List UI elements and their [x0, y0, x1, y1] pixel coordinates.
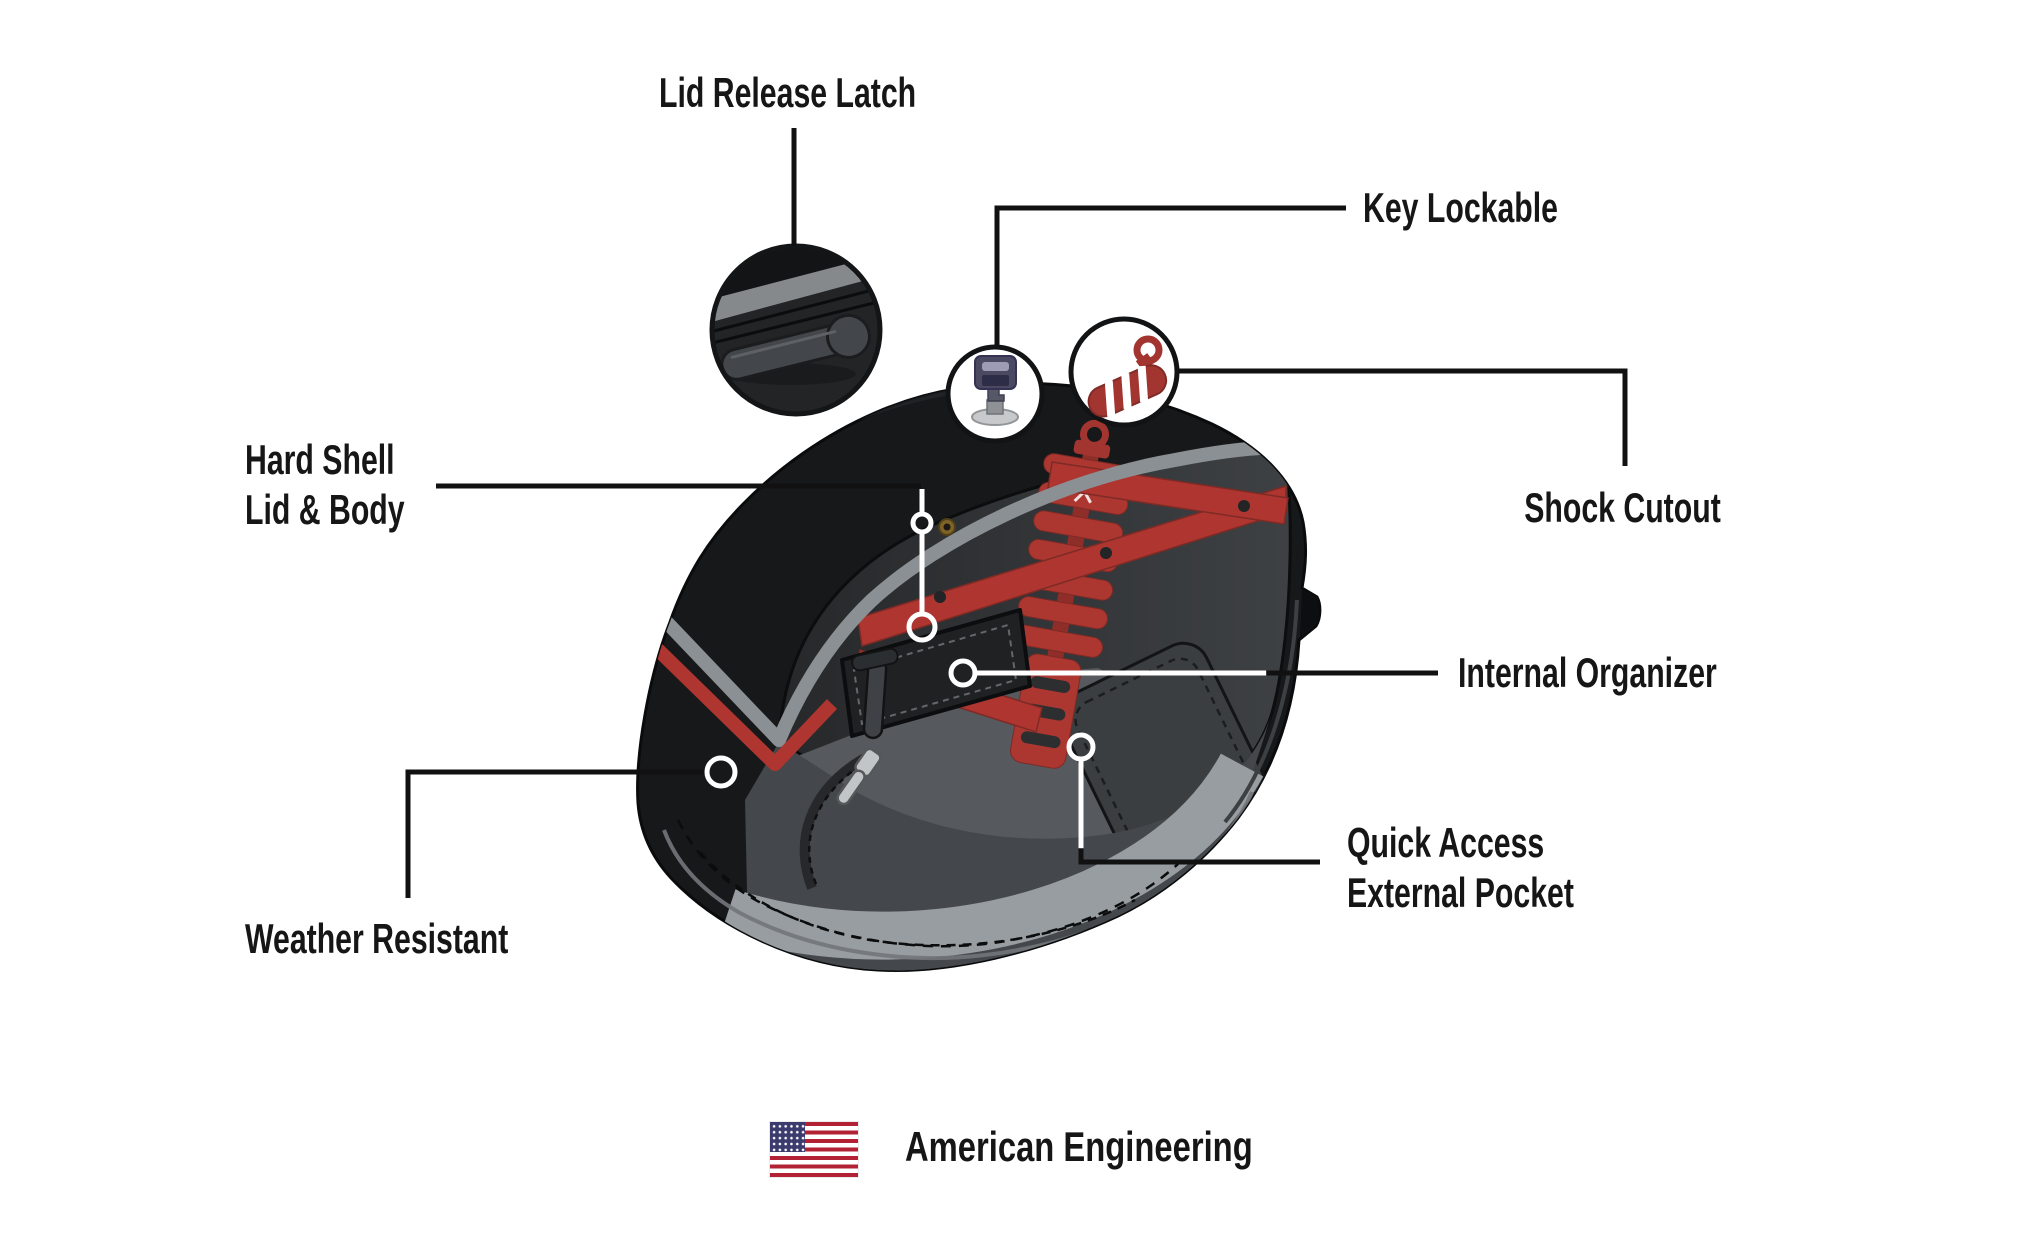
shock-cutout-badge [1068, 316, 1180, 428]
callout-line-quick-access [1078, 849, 1320, 865]
lid-release-latch-photo-icon [709, 243, 883, 417]
shock-cutout-notch [1300, 590, 1319, 637]
label-weather-resistant: Weather Resistant [245, 917, 611, 961]
label-text: Lid Release Latch [659, 69, 917, 116]
right-wall-highlight [1223, 599, 1299, 824]
callout-ring-internal-organizer [948, 658, 978, 688]
key-icon [971, 355, 1019, 426]
key-lockable-badge [945, 344, 1045, 444]
strap-rivet [1100, 547, 1112, 559]
label-internal-organizer: Internal Organizer [1458, 651, 1817, 695]
callout-ring-quick-access [1066, 732, 1096, 762]
label-text: Shock Cutout [1523, 484, 1721, 531]
callout-line-weather-resistant [405, 769, 706, 898]
callout-lines-white [919, 489, 1266, 848]
label-american-engineering: American Engineering [905, 1125, 1351, 1169]
label-text: American Engineering [905, 1123, 1253, 1170]
grommet [938, 518, 956, 536]
us-flag-icon [770, 1122, 858, 1177]
label-text: Internal Organizer [1458, 649, 1717, 696]
label-lid-release-latch: Lid Release Latch [538, 71, 1038, 115]
internal-organizer-flap [840, 608, 1032, 740]
label-key-lockable: Key Lockable [1363, 186, 1634, 230]
callout-lines-black [405, 128, 1628, 898]
shock-absorber-icon [1087, 335, 1168, 418]
strap-rivet [1238, 500, 1250, 512]
us-flag-canton [770, 1122, 805, 1152]
lid-stripe-red [643, 634, 838, 771]
callout-line-shock-cutout [1178, 368, 1628, 466]
zipper-pull [836, 747, 882, 806]
callout-line-key-lockable [994, 205, 1346, 345]
label-shock-cutout: Shock Cutout [1372, 486, 1872, 530]
callout-rings [704, 511, 1096, 789]
callout-ring-weather-resistant [704, 755, 738, 789]
strap-rivet [934, 591, 946, 603]
saddlebag-illustration [636, 382, 1322, 972]
lid-trim-gray [651, 440, 1287, 747]
callout-ring-lid-point [910, 511, 934, 535]
label-text: Key Lockable [1363, 184, 1558, 231]
callout-ring-body-point [906, 611, 938, 643]
label-text: Weather Resistant [245, 915, 509, 962]
external-pocket [676, 716, 1271, 971]
